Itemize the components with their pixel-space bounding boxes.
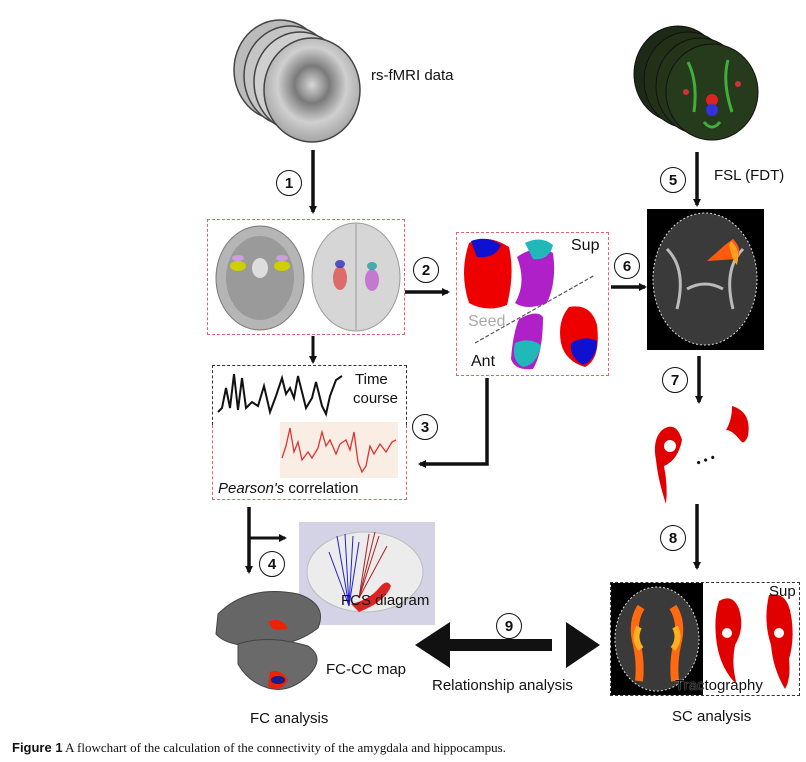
step-1-badge: 1 [276,170,302,196]
roi-box [207,219,405,335]
seed-label: Seed [468,313,506,330]
seed-signal [280,422,398,478]
pearson-italic: Pearson's [218,480,285,497]
fcs-diagram-image: FCS diagram [299,522,435,625]
tractography-label: Tractography [675,677,763,694]
sc-fa-tract-image [611,583,703,695]
step-4-badge: 4 [259,551,285,577]
sc-fa-svg [614,586,700,692]
sc-tract-3d [715,594,793,689]
time-course-box [212,365,407,425]
relationship-analysis-label: Relationship analysis [432,677,573,694]
sup-label-top: Sup [571,237,600,254]
dti-image [633,25,759,141]
time-label-1: Time [355,371,388,388]
sup-label-bottom: Sup [769,583,796,600]
tract-images [654,406,749,504]
step-5-badge: 5 [660,167,686,193]
sc-analysis-label: SC analysis [672,708,752,725]
arrow-9-double [415,622,600,668]
seed-shapes [464,238,598,370]
arrow-3 [418,378,489,468]
fc-cc-map-image [215,591,321,690]
pearson-box [212,425,407,500]
figure-caption: Figure 1 A flowchart of the calculation … [12,740,506,756]
step-7-badge: 7 [662,367,688,393]
fa-map-image [647,209,764,350]
fa-map-svg [652,212,758,346]
step-3-badge: 3 [412,414,438,440]
fc-analysis-label: FC analysis [250,710,329,727]
time-label-2: course [353,390,399,407]
time-course-signal [217,373,343,417]
fcs-diagram-label: FCS diagram [341,592,430,609]
seed-box: Sup Seed Ant [456,232,609,376]
roi-brain-images [215,222,401,332]
rs-fmri-label: rs-fMRI data [371,67,454,84]
rs-fmri-image [233,19,361,143]
step-8-badge: 8 [660,525,686,551]
fsl-label: FSL (FDT) [714,167,785,184]
pearson-label: Pearson's correlation [218,480,358,497]
step-6-badge: 6 [614,253,640,279]
fcs-diagram-svg [306,531,424,613]
fc-cc-map-label: FC-CC map [326,661,407,678]
ant-label: Ant [471,353,496,370]
pearson-rest: correlation [284,480,359,497]
step-2-badge: 2 [413,257,439,283]
caption-text: A flowchart of the calculation of the co… [62,740,506,755]
sc-box: Sup Tractography [610,582,800,696]
step-9-badge: 9 [496,613,522,639]
caption-prefix: Figure 1 [12,740,63,755]
